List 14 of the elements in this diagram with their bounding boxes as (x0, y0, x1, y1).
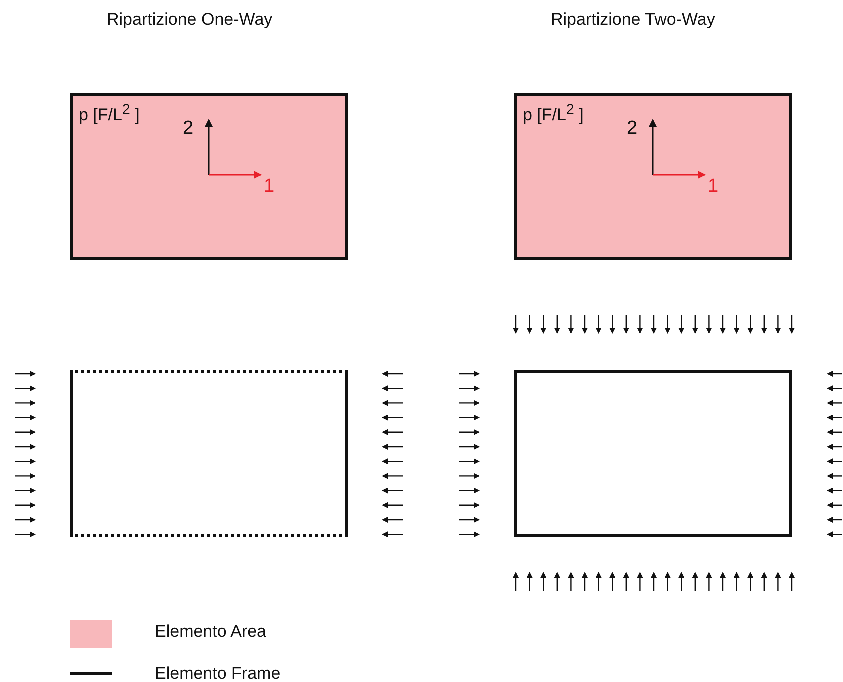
panel-title: Ripartizione One-Way (107, 10, 273, 30)
panel-title: Ripartizione Two-Way (551, 10, 716, 30)
load-label: p [F/L$^{2}$ ] (79, 102, 140, 126)
axis-label: 1 (708, 176, 719, 198)
axis-label: 1 (264, 176, 275, 198)
area-element-panel (514, 93, 792, 260)
axis-label: 2 (627, 118, 638, 140)
frame-outline (70, 370, 348, 537)
load-label: p [F/L$^{2}$ ] (523, 102, 584, 126)
frame-outline (514, 370, 792, 537)
legend-label: Elemento Frame (155, 664, 281, 682)
legend-label: Elemento Area (155, 622, 267, 642)
axis-label: 2 (183, 118, 194, 140)
area-element-panel (70, 93, 348, 260)
